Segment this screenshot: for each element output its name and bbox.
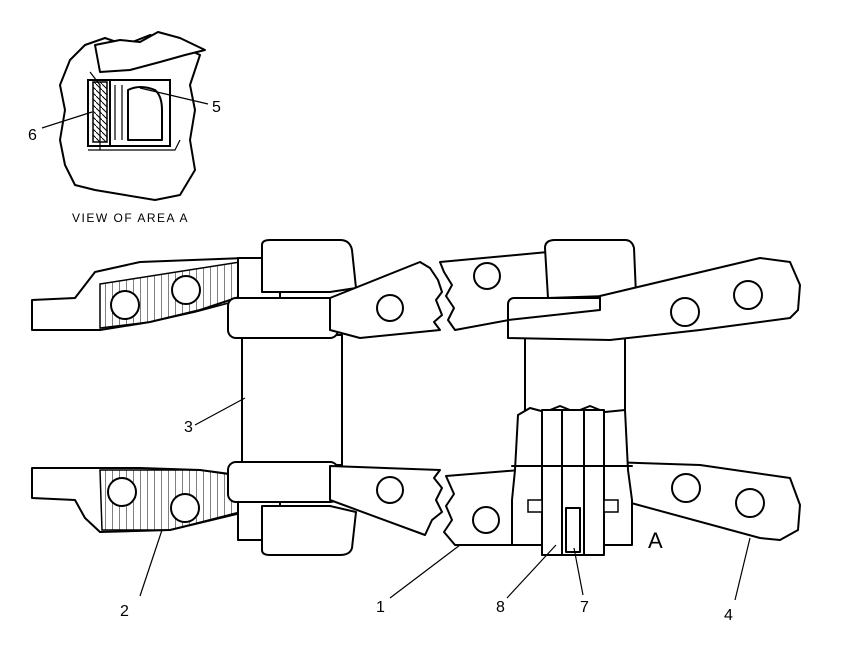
detail-upper-block [94, 31, 206, 73]
main-chain-assembly [31, 239, 801, 601]
pin-hole [107, 477, 137, 507]
area-a-marker: A [648, 528, 663, 553]
pin-hole [376, 294, 404, 322]
callout-2: 2 [120, 603, 129, 620]
lower-pin-sleeve-left [227, 461, 339, 503]
pin-hole [170, 493, 200, 523]
callout-1: 1 [376, 599, 385, 616]
pin-hole [671, 473, 701, 503]
callout-7: 7 [580, 599, 589, 616]
callout-4: 4 [724, 607, 733, 624]
link-right-lower [609, 461, 801, 541]
link-right-upper [507, 257, 801, 341]
callout-5: 5 [212, 99, 221, 116]
pin-cross-section [511, 405, 633, 556]
seal-groove-right [603, 499, 619, 513]
callout-8: 8 [496, 599, 505, 616]
pin-hole [171, 275, 201, 305]
pin-hole [376, 476, 404, 504]
callout-6: 6 [28, 127, 37, 144]
bushing-left [241, 334, 343, 466]
pin-hole [670, 297, 700, 327]
roller-cap-upper-left-back [261, 239, 357, 293]
callout-3: 3 [184, 419, 193, 436]
pin-hole [735, 488, 765, 518]
pin-hole [110, 290, 140, 320]
pin-hole [733, 280, 763, 310]
detail-seal-element [127, 86, 163, 141]
detail-view-area-a [59, 31, 206, 201]
pin-hole [472, 506, 500, 534]
plug-7 [565, 507, 581, 553]
upper-pin-sleeve-left [227, 297, 339, 339]
roller-cap-lower-left-back [261, 505, 357, 556]
pin-hole [473, 262, 501, 290]
detail-caption: VIEW OF AREA A [72, 211, 189, 225]
seal-groove-left [527, 499, 543, 513]
roller-cap-upper-right-back [544, 239, 637, 299]
